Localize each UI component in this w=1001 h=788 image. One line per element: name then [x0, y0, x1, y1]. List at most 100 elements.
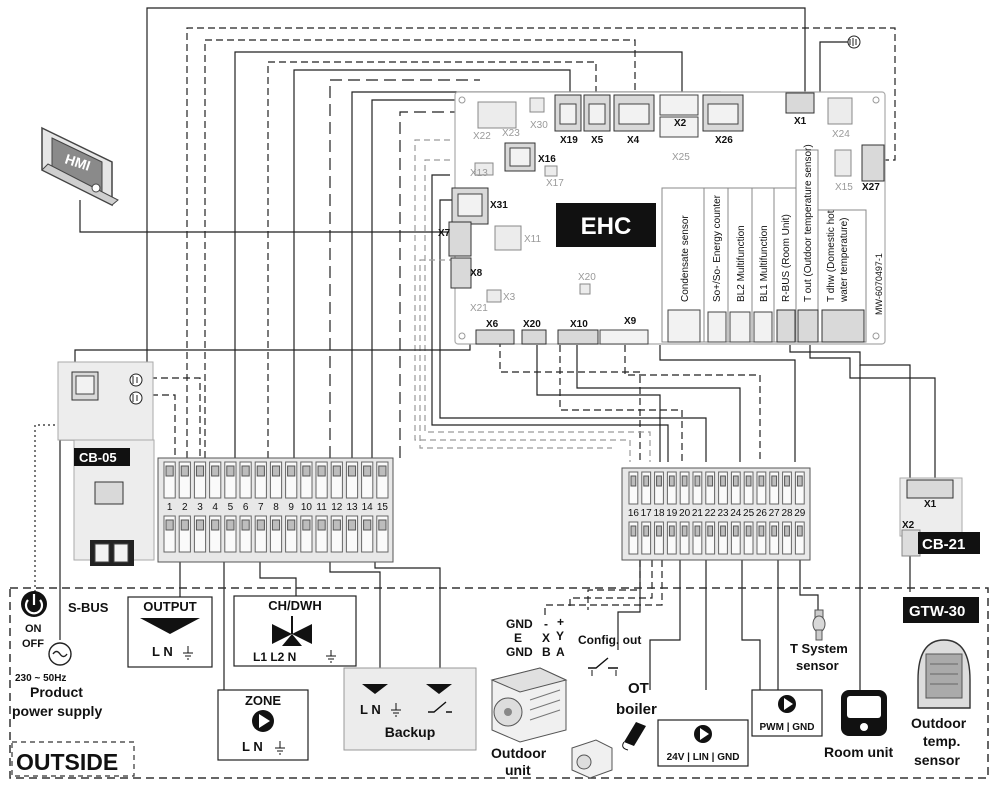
cb05-label: CB-05 [79, 450, 117, 465]
boiler-label: boiler [616, 701, 657, 718]
backup-terms: L N [360, 702, 381, 717]
ou-col2-0: - [544, 617, 548, 631]
ou-col1-2: GND [506, 645, 533, 659]
ou-col2-1: X [542, 631, 550, 645]
backup-triangle-icon [426, 684, 452, 694]
output-triangle-icon [140, 618, 200, 634]
outdoor-unit-label-1: Outdoor [491, 745, 547, 761]
terminal-12: 12 [330, 461, 343, 553]
backup-title: Backup [385, 724, 436, 740]
label-x11: X11 [524, 234, 541, 245]
label-x1: X1 [794, 116, 807, 127]
config-out-label: Config. out [578, 633, 641, 647]
config-out-contact-icon [588, 657, 618, 669]
label-x2: X2 [674, 118, 687, 129]
terminal-number: 13 [346, 502, 358, 513]
off-label: OFF [22, 638, 44, 650]
pump-icon [694, 725, 712, 743]
ground-icon [129, 373, 143, 387]
outdoor-temp-label-1: Outdoor [911, 715, 967, 731]
terminal-17: 17 [641, 471, 652, 555]
outdoor-unit-label-2: unit [505, 762, 531, 778]
three-way-valve-icon [272, 616, 312, 646]
backup-box: L N Backup [343, 667, 477, 751]
gtw30-box [903, 597, 979, 623]
board-code: MW-6070497-1 [874, 253, 884, 315]
room-unit-icon [841, 690, 887, 736]
output-terms: L N [152, 644, 173, 659]
x10-connector [557, 329, 599, 345]
terminal-3: 3 [193, 461, 207, 553]
sensor-label-condensate: Condensate sensor [680, 215, 691, 302]
terminal-number: 8 [273, 502, 279, 513]
chdwh-box: CH/DWH L1 L2 N [233, 595, 357, 667]
terminal-26: 26 [756, 471, 767, 555]
terminal-28: 28 [781, 471, 793, 555]
terminal-number: 9 [288, 502, 294, 513]
label-x31: X31 [490, 200, 508, 211]
ground-icon [275, 741, 285, 755]
x17-connector [544, 165, 558, 177]
lin-pump-box: 24V | LIN | GND [657, 719, 749, 767]
ehc-title: EHC [581, 213, 632, 240]
terminal-number: 12 [331, 502, 343, 513]
sensor-label-tdhw-2: water temperature) [839, 218, 850, 303]
terminal-number: 20 [679, 508, 691, 519]
label-x24: X24 [832, 129, 850, 140]
terminal-7: 7 [254, 461, 267, 553]
label-x6: X6 [486, 319, 499, 330]
terminal-14: 14 [361, 461, 374, 553]
terminal-number: 5 [228, 502, 234, 513]
sensor-label-tdhw-1: T dhw (Domestic hot [826, 210, 837, 302]
label-x22: X22 [473, 131, 491, 142]
t-system-label-1: T System [790, 641, 848, 656]
cb21-module: X1 X2 CB-21 [899, 477, 980, 557]
terminal-22: 22 [705, 471, 716, 555]
outside-label: OUTSIDE [16, 749, 118, 775]
terminal-29: 29 [794, 471, 806, 555]
label-x21: X21 [470, 303, 488, 314]
ehc-board: EHC Condensate sensor So+/So- Energy cou… [438, 91, 886, 345]
terminal-number: 25 [743, 508, 755, 519]
x25-connector [659, 116, 699, 138]
power-button-icon [21, 591, 47, 617]
ground-icon [847, 35, 861, 49]
label-x30: X30 [530, 120, 548, 131]
terminal-4: 4 [209, 461, 222, 553]
cb21-x2-label: X2 [902, 520, 915, 531]
ground-icon [183, 646, 193, 660]
x1-connector [785, 92, 815, 114]
ou-col1-1: E [514, 631, 522, 645]
terminal-5: 5 [224, 461, 237, 553]
label-x13: X13 [470, 168, 488, 179]
terminal-number: 28 [781, 508, 793, 519]
terminal-number: 14 [362, 502, 374, 513]
outdoor-temp-label-3: sensor [914, 752, 960, 768]
terminal-number: 4 [212, 502, 218, 513]
terminal-1: 1 [163, 461, 176, 553]
pump-icon [778, 695, 796, 713]
sensor-label-bl1: BL1 Multifunction [759, 225, 770, 302]
x2-connector [659, 94, 699, 116]
room-unit-label: Room unit [824, 744, 894, 760]
pwm-pump-label: PWM | GND [759, 722, 814, 733]
ou-col1-0: GND [506, 617, 533, 631]
label-x26: X26 [715, 135, 733, 146]
x9-connector [599, 329, 649, 345]
output-box: OUTPUT L N [127, 596, 213, 668]
label-x7: X7 [438, 228, 451, 239]
terminal-10: 10 [300, 461, 313, 553]
terminal-8: 8 [269, 461, 283, 553]
label-x20: X20 [523, 319, 541, 330]
terminal-number: 15 [377, 502, 389, 513]
x24-connector [827, 97, 853, 125]
outdoor-temp-sensor-icon [917, 639, 971, 709]
label-x4: X4 [627, 135, 640, 146]
label-x23: X23 [502, 128, 520, 139]
sensor-label-rbus: R-BUS (Room Unit) [781, 214, 792, 302]
ground-icon [391, 703, 401, 717]
boiler-icon [622, 722, 646, 751]
label-x5: X5 [591, 135, 604, 146]
